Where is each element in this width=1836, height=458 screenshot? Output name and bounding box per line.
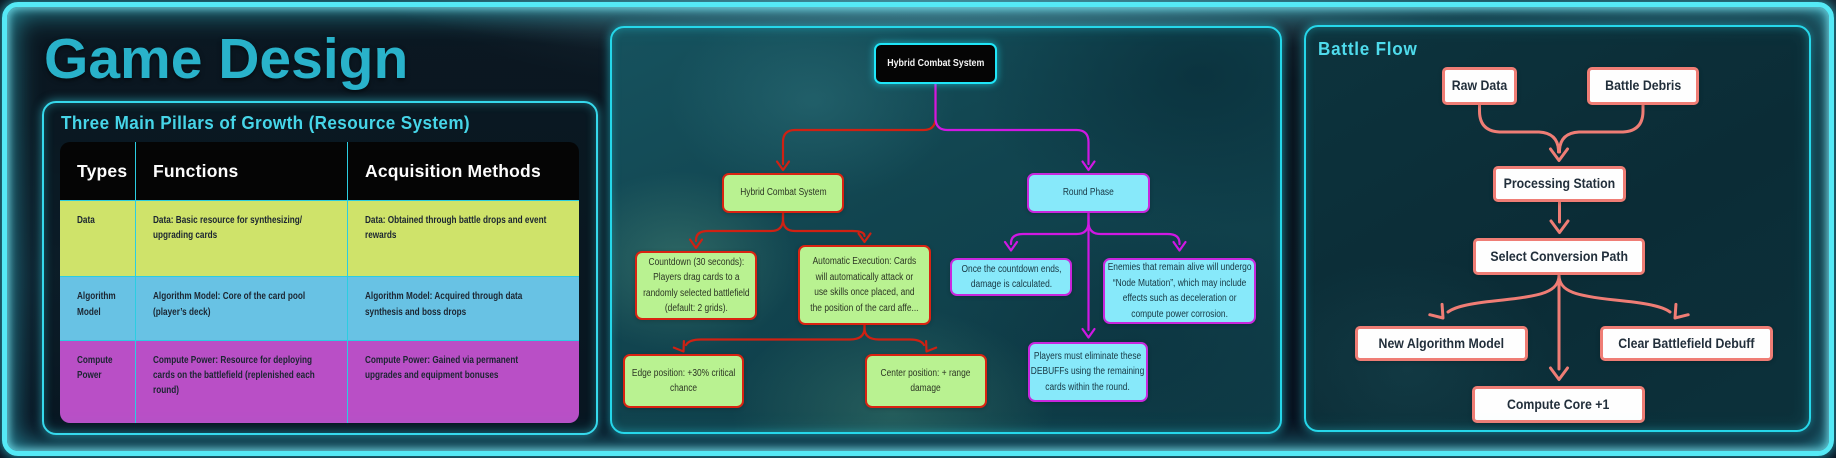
cell-text: Data: Basic resource for synthesizing/ u… [153, 215, 303, 242]
node-label: Countdown (30 seconds): Players drag car… [642, 256, 750, 315]
pillars-heading: Three Main Pillars of Growth (Resource S… [61, 113, 470, 133]
node-battle-debris[interactable]: Battle Debris [1587, 67, 1699, 105]
col-header-functions: Functions [135, 142, 347, 201]
node-countdown[interactable]: Countdown (30 seconds): Players drag car… [635, 251, 757, 320]
node-label: Processing Station [1503, 175, 1616, 192]
node-label: Hybrid Combat System [739, 187, 827, 199]
node-clear-battlefield-debuff[interactable]: Clear Battlefield Debuff [1600, 326, 1773, 361]
table-row-compute-power: Compute Power Compute Power: Resource fo… [60, 339, 579, 423]
node-hybrid-combat-system-root[interactable]: Hybrid Combat System [874, 43, 997, 84]
node-label: Compute Core +1 [1507, 395, 1610, 412]
cell-text: Algorithm Model [77, 291, 116, 318]
battle-flow-panel [1304, 25, 1811, 432]
node-label: Select Conversion Path [1490, 247, 1628, 264]
node-label: Automatic Execution: Cards will automati… [810, 256, 919, 314]
cell-compute-acquisition: Compute Power: Gained via permanent upgr… [347, 339, 579, 423]
node-edge-position[interactable]: Edge position: +30% critical chance [623, 354, 744, 408]
node-raw-data[interactable]: Raw Data [1442, 67, 1517, 105]
cell-text: Compute Power: Resource for deploying ca… [153, 354, 315, 397]
cell-text: Algorithm Model: Acquired through data s… [365, 291, 523, 318]
node-label: Center position: + range damage [881, 367, 971, 395]
node-automatic-execution[interactable]: Automatic Execution: Cards will automati… [798, 245, 931, 325]
node-center-position[interactable]: Center position: + range damage [865, 354, 987, 408]
cell-text: Compute Power: Gained via permanent upgr… [365, 354, 519, 381]
pillars-panel: Three Main Pillars of Growth (Resource S… [42, 101, 598, 435]
node-label: Round Phase [1063, 187, 1114, 199]
node-enemies-node-mutation[interactable]: Enemies that remain alive will undergo “… [1103, 258, 1256, 324]
page-title: Game Design [44, 27, 409, 91]
node-round-phase[interactable]: Round Phase [1027, 173, 1150, 213]
table-row-data: Data Data: Basic resource for synthesizi… [60, 200, 579, 277]
node-label: Raw Data [1451, 77, 1508, 94]
pillars-table: Types Functions Acquisition Methods Data… [60, 142, 579, 423]
node-label: Hybrid Combat System [886, 57, 985, 70]
col-header-types: Types [60, 142, 135, 201]
node-label: New Algorithm Model [1378, 334, 1505, 351]
battle-flow-heading: Battle Flow [1318, 39, 1418, 59]
table-header-row: Types Functions Acquisition Methods [60, 142, 579, 201]
cell-algorithm-type: Algorithm Model [60, 276, 135, 340]
node-label: Once the countdown ends, damage is calcu… [961, 263, 1061, 291]
cell-algorithm-acquisition: Algorithm Model: Acquired through data s… [347, 276, 579, 340]
node-processing-station[interactable]: Processing Station [1493, 166, 1626, 202]
col-header-acquisition: Acquisition Methods [347, 142, 579, 201]
cell-data-acquisition: Data: Obtained through battle drops and … [347, 200, 579, 277]
node-label: Enemies that remain alive will undergo “… [1107, 262, 1252, 320]
node-label: Battle Debris [1604, 77, 1681, 94]
cell-data-functions: Data: Basic resource for synthesizing/ u… [135, 200, 347, 277]
cell-data-type: Data [60, 200, 135, 277]
node-hybrid-combat-system[interactable]: Hybrid Combat System [722, 173, 844, 213]
cell-text: Compute Power [77, 354, 113, 381]
cell-text: Data [77, 215, 95, 227]
cell-compute-type: Compute Power [60, 339, 135, 423]
node-players-eliminate-debuffs[interactable]: Players must eliminate these DEBUFFs usi… [1028, 342, 1148, 402]
cell-algorithm-functions: Algorithm Model: Core of the card pool (… [135, 276, 347, 340]
node-compute-core[interactable]: Compute Core +1 [1472, 386, 1645, 423]
node-new-algorithm-model[interactable]: New Algorithm Model [1355, 326, 1528, 361]
node-label: Players must eliminate these DEBUFFs usi… [1031, 350, 1145, 393]
cell-compute-functions: Compute Power: Resource for deploying ca… [135, 339, 347, 423]
cell-text: Data: Obtained through battle drops and … [365, 215, 547, 242]
table-row-algorithm-model: Algorithm Model Algorithm Model: Core of… [60, 276, 579, 340]
node-select-conversion-path[interactable]: Select Conversion Path [1473, 238, 1645, 275]
node-label: Edge position: +30% critical chance [631, 367, 736, 395]
cell-text: Algorithm Model: Core of the card pool (… [153, 291, 306, 318]
node-label: Clear Battlefield Debuff [1618, 334, 1755, 351]
node-once-countdown-ends[interactable]: Once the countdown ends, damage is calcu… [950, 258, 1072, 296]
